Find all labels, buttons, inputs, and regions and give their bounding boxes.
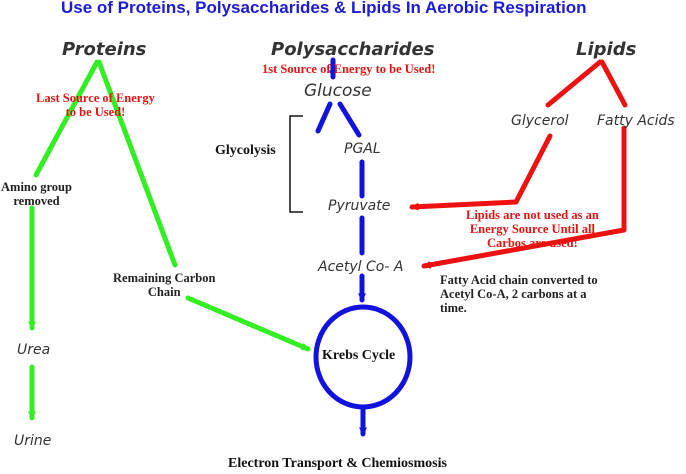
label-lipids-note: Lipids are not used as an Energy Source … [466, 208, 599, 250]
protein-pathway [28, 59, 311, 421]
node-fatty-acids: Fatty Acids [597, 113, 675, 129]
label-last-source: Last Source of Energy to be Used! [36, 91, 155, 119]
label-remaining-carbon: Remaining Carbon Chain [113, 271, 216, 299]
arrow-carbon-to-krebs [185, 295, 311, 352]
label-glycolysis: Glycolysis [215, 143, 276, 158]
node-glucose: Glucose [304, 81, 372, 101]
arrow-fatty-acids-to-acetyl [421, 125, 627, 269]
arrow-glucose-left [315, 101, 333, 134]
node-glycerol: Glycerol [511, 113, 569, 129]
lipid-pathway [409, 59, 628, 269]
node-electron-transport: Electron Transport & Chemiosmosis [228, 456, 447, 471]
arrow-lipids-to-fatty-acids [599, 59, 628, 108]
node-urea: Urea [17, 342, 51, 358]
arrow-glycerol-to-pyruvate [409, 133, 553, 211]
label-fatty-acid-note: Fatty Acid chain converted to Acetyl Co-… [440, 273, 598, 315]
node-pgal: PGAL [344, 141, 381, 157]
node-pyruvate: Pyruvate [328, 198, 391, 214]
label-amino-group: Amino group removed [1, 180, 72, 208]
node-polysaccharides: Polysaccharides [271, 39, 435, 60]
arrow-lipids-to-glycerol [545, 59, 603, 108]
node-proteins: Proteins [62, 39, 147, 60]
arrow-proteins-to-carbon-chain [96, 59, 178, 268]
node-acetyl-coa: Acetyl Co- A [318, 259, 404, 275]
carbohydrate-pathway [313, 57, 413, 437]
arrow-glucose-to-pgal [337, 101, 362, 138]
node-krebs-cycle: Krebs Cycle [322, 348, 396, 363]
diagram-title: Use of Proteins, Polysaccharides & Lipid… [61, 0, 587, 17]
label-first-source: 1st Source of Energy to be Used! [262, 62, 436, 76]
arrow-proteins-to-amino [33, 59, 100, 178]
node-urine: Urine [14, 433, 52, 449]
glycolysis-bracket [289, 115, 303, 213]
node-lipids: Lipids [576, 39, 637, 60]
